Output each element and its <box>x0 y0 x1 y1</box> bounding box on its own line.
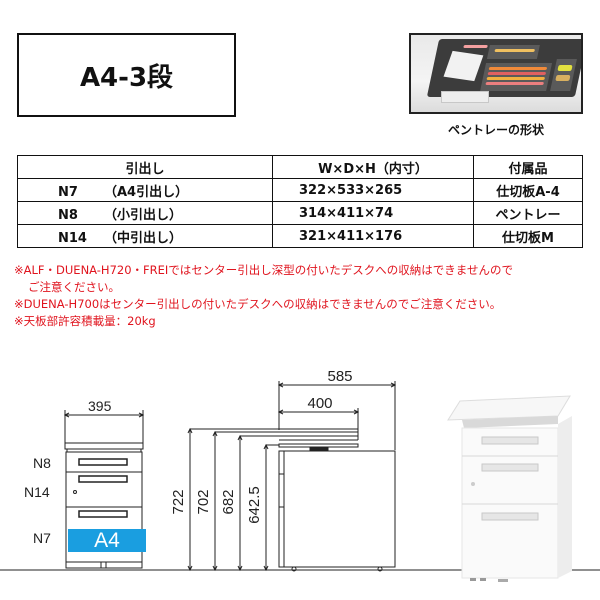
a4-badge: A4 <box>68 529 146 552</box>
drawer-label-n8: N8 <box>33 455 51 471</box>
height-722: 722 <box>170 489 187 514</box>
table-row: N8（小引出し） 314×411×74 ペントレー <box>17 201 583 225</box>
pen-tray-photo <box>409 33 583 114</box>
title-box: A4-3段 <box>17 33 236 117</box>
depth-top-label: 400 <box>307 395 332 412</box>
pen-tray-caption: ペントレーの形状 <box>447 123 544 137</box>
drawer-type: （小引出し） <box>104 207 183 223</box>
height-702: 702 <box>195 489 212 514</box>
cell-dimensions: 321×411×176 <box>272 224 474 248</box>
cell-drawer: N14 （中引出し） <box>17 224 273 248</box>
table-header-row: 引出し W×D×H（内寸） 付属品 <box>17 155 583 179</box>
depth-total-label: 585 <box>327 368 352 385</box>
drawer-model: N14 <box>58 230 87 246</box>
table-row: N14 （中引出し） 321×411×176 仕切板M <box>17 224 583 248</box>
drawer-handle <box>441 91 489 103</box>
cell-accessory: ペントレー <box>473 201 583 225</box>
drawer-type: （A4引出し） <box>104 184 189 200</box>
drawer-label-n14: N14 <box>24 484 50 500</box>
cell-accessory: 仕切板M <box>473 224 583 248</box>
height-682: 682 <box>220 489 237 514</box>
spec-table: 引出し W×D×H（内寸） 付属品 N7（A4引出し） 322×533×265 … <box>17 155 583 248</box>
notes: ※ALF・DUENA-H720・FREIではセンター引出し深型の付いたデスクへの… <box>14 262 594 330</box>
cell-dimensions: 322×533×265 <box>272 178 474 202</box>
table-row: N7（A4引出し） 322×533×265 仕切板A-4 <box>17 178 583 202</box>
note-line: ※天板部許容積載量：20kg <box>14 314 156 328</box>
drawer-label-n7: N7 <box>33 530 51 546</box>
page-title: A4-3段 <box>79 62 174 93</box>
cell-drawer: N8 （小引出し） <box>17 201 273 225</box>
note-line: ※DUENA-H700はセンター引出しの付いたデスクへの収納はできませんのでご注… <box>14 297 502 311</box>
note-line: ※ALF・DUENA-H720・FREIではセンター引出し深型の付いたデスクへの… <box>14 263 513 277</box>
front-width-label: 395 <box>88 398 112 414</box>
drawer-model: N8 <box>58 207 78 223</box>
drawer-type: （中引出し） <box>104 230 183 246</box>
drawer-model: N7 <box>58 184 78 200</box>
height-642-5: 642.5 <box>246 486 263 524</box>
product-photo <box>447 395 572 582</box>
note-line: ご注意ください。 <box>28 280 120 294</box>
